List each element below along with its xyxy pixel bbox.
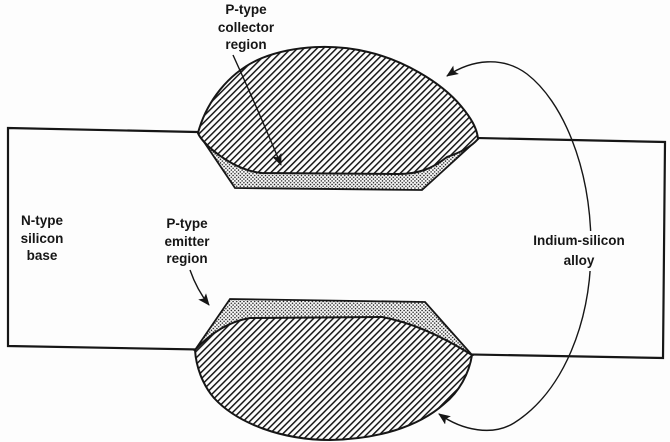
base-label-line1: N-type	[20, 213, 63, 228]
emitter-label-line1: P-type	[166, 216, 208, 231]
emitter-label-line2: emitter	[164, 233, 210, 249]
emitter-label-line3: region	[166, 251, 208, 266]
collector-leader-arrow	[232, 54, 282, 166]
alloy-label-line1: Indium-silicon	[533, 233, 625, 248]
emitter-leader-arrow	[189, 269, 210, 306]
collector-label-line1: P-type	[225, 2, 267, 17]
base-label-line3: base	[26, 248, 58, 263]
base-label: N-type silicon base	[3, 212, 81, 265]
alloy-label-line2: alloy	[563, 253, 595, 268]
collector-label-line2: collector	[217, 19, 275, 35]
alloy-label: Indium-silicon alloy	[520, 231, 638, 271]
emitter-alloy-dome	[193, 315, 474, 442]
collector-label: P-type collector region	[196, 1, 296, 54]
collector-label-line3: region	[225, 37, 267, 52]
emitter-label: P-type emitter region	[139, 215, 235, 268]
base-label-line2: silicon	[20, 230, 64, 246]
collector-alloy-dome	[196, 45, 480, 176]
